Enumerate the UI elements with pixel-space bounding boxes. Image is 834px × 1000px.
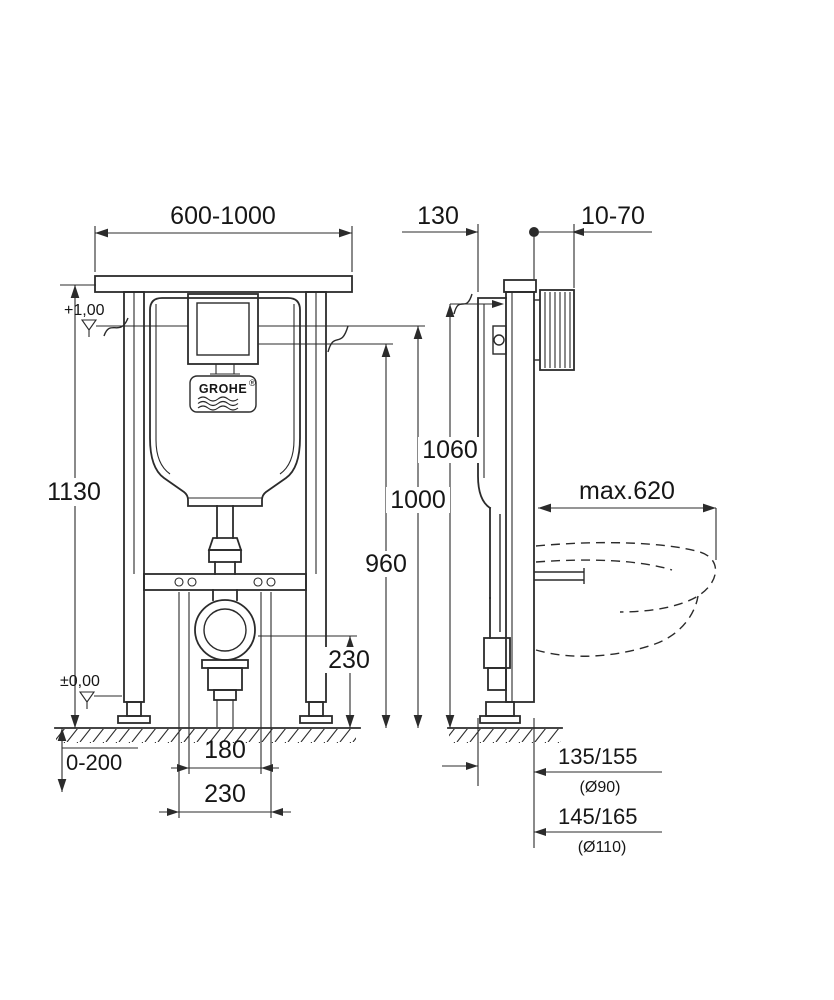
dim-label-130: 130 — [417, 202, 459, 230]
grohe-logo: GROHE ® — [189, 375, 257, 413]
bowl-mounting-rod — [534, 568, 585, 584]
dim-label-960: 960 — [365, 550, 407, 578]
dim-label-top-width: 600-1000 — [170, 202, 276, 230]
dim-label-230-fixing: 230 — [204, 780, 246, 808]
break-squiggle-left — [103, 317, 129, 337]
flush-bend — [207, 505, 243, 601]
dim-label-230-outlet: 230 — [328, 646, 370, 674]
level-symbol-plus — [80, 319, 98, 337]
frame-rails — [123, 291, 327, 703]
dim-label-10-70: 10-70 — [581, 202, 645, 230]
wall-anchor-block — [534, 289, 575, 371]
break-squiggle-right — [327, 325, 349, 353]
flush-plate-shaft — [187, 293, 259, 375]
dim-label-180: 180 — [204, 736, 246, 764]
dimension-labels: 600-1000 1130 +1,00 ±0,00 960 1000 1060 … — [42, 202, 675, 856]
dim-label-dia-110: (Ø110) — [578, 839, 627, 856]
level-label-plus: +1,00 — [64, 302, 105, 319]
dim-label-135-155: 135/155 — [558, 744, 638, 769]
drain-elbow — [194, 599, 256, 727]
floor-front — [54, 727, 361, 743]
wc-bowl-outline — [535, 541, 717, 657]
dim-label-145-165: 145/165 — [558, 804, 638, 829]
dim-label-1000: 1000 — [390, 486, 446, 514]
front-view: GROHE ® — [54, 275, 361, 743]
dim-label-foot-range: 0-200 — [66, 750, 122, 775]
level-label-zero: ±0,00 — [60, 673, 100, 690]
registered-mark: ® — [249, 378, 256, 388]
dim-label-dia-90: (Ø90) — [580, 779, 621, 796]
side-view — [447, 279, 717, 743]
cistern — [149, 297, 301, 507]
side-drain — [479, 597, 521, 724]
dimension-lines — [57, 224, 717, 848]
dim-label-max-620: max.620 — [579, 477, 675, 505]
dim-label-1060: 1060 — [422, 436, 478, 464]
top-rail — [94, 275, 353, 293]
level-symbol-zero — [78, 691, 122, 709]
grohe-logo-text: GROHE — [199, 382, 247, 396]
bowl-fixing-crossbar — [143, 573, 307, 591]
adjustable-feet — [117, 701, 333, 724]
dim-label-1130: 1130 — [47, 478, 101, 506]
break-squiggle-side — [453, 293, 473, 315]
side-rail — [503, 279, 537, 703]
cistern-profile — [477, 297, 507, 599]
floor-side — [447, 727, 563, 743]
fill-valve-connection — [492, 325, 507, 355]
